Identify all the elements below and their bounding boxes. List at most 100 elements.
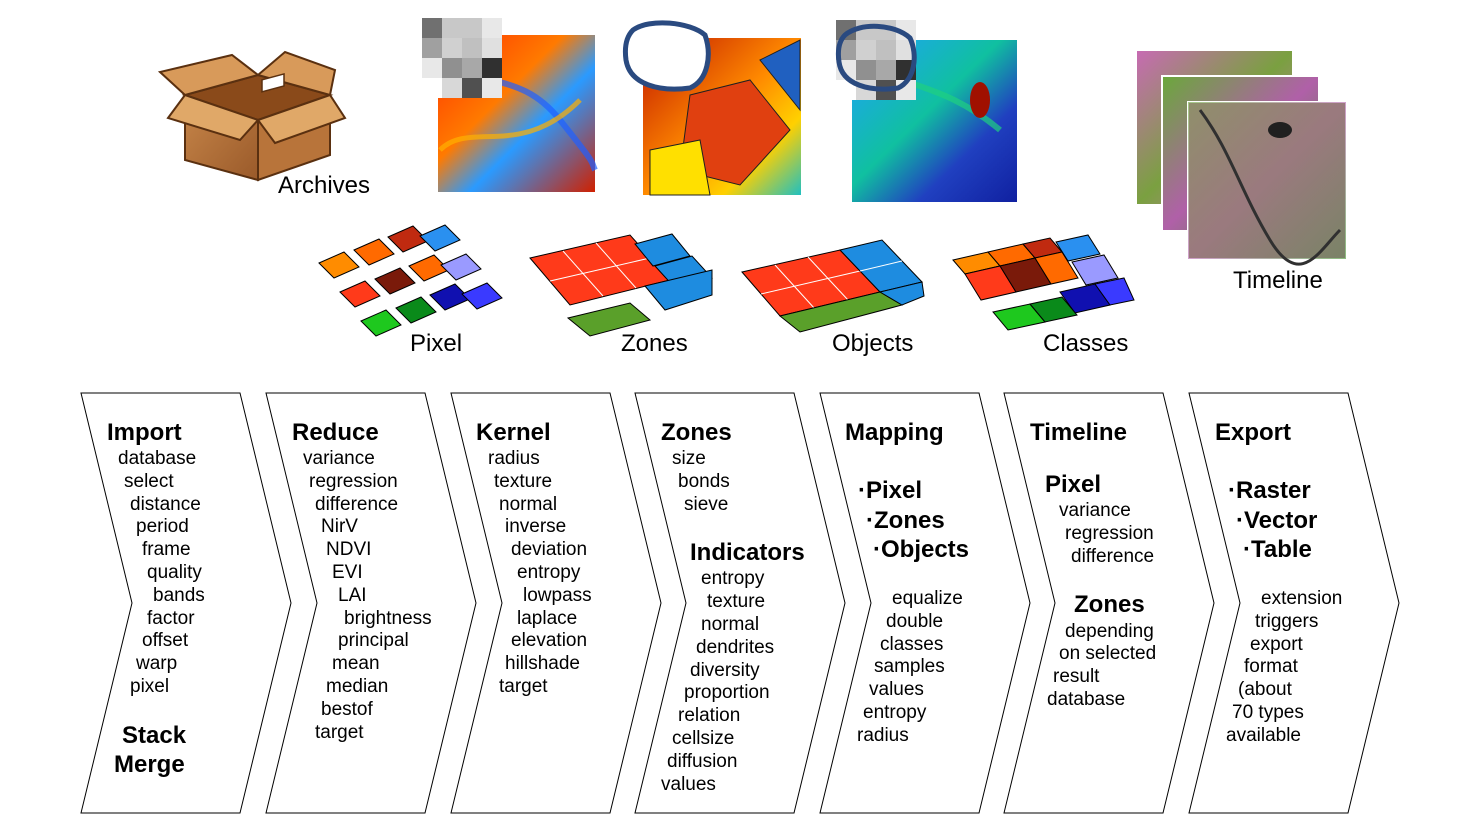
step-item: lowpass — [523, 585, 592, 606]
step-item: deviation — [511, 539, 588, 560]
step-sub-item: diffusion — [667, 751, 738, 772]
archive-box-icon — [157, 50, 347, 182]
step-item: NirV — [321, 516, 358, 537]
step-item: median — [326, 676, 389, 697]
step-title: Kernel — [476, 419, 551, 446]
chevron-zones — [634, 392, 846, 814]
step-option: ·Objects — [873, 536, 970, 563]
object-kernel-grid — [836, 20, 916, 100]
object-raster-image — [835, 20, 1017, 202]
step-item: bonds — [678, 471, 730, 492]
step-footer: Merge — [114, 751, 185, 778]
zone-outline — [622, 20, 711, 92]
step-item: format — [1244, 656, 1298, 677]
step-item: target — [315, 722, 364, 743]
chevron-import — [80, 392, 292, 814]
zone-raster-image — [622, 20, 801, 196]
step-item: triggers — [1255, 611, 1319, 632]
timeline-stack-image — [1135, 49, 1347, 266]
step-item: difference — [315, 494, 399, 515]
step-title: Mapping — [845, 419, 944, 446]
step-sub-item: depending — [1065, 621, 1154, 642]
step-footer: Stack — [122, 722, 187, 749]
step-item: difference — [1071, 546, 1155, 567]
step-sub-item: normal — [701, 614, 760, 635]
chevron-kernel — [450, 392, 662, 814]
step-sub-item: database — [1047, 689, 1126, 710]
step-sub-item: entropy — [701, 568, 765, 589]
step-item: extension — [1261, 588, 1343, 609]
step-item: factor — [147, 608, 195, 629]
step-item: variance — [303, 448, 375, 469]
step-item: values — [869, 679, 924, 700]
step-item: sieve — [684, 494, 729, 515]
illustration-row — [157, 18, 1347, 337]
step-sub-item: result — [1053, 666, 1100, 687]
chevron-timeline — [1003, 392, 1215, 814]
step-item: available — [1226, 725, 1301, 746]
step-title: Export — [1215, 419, 1292, 446]
step-option: ·Zones — [866, 507, 945, 534]
classes-grid-icon — [952, 234, 1135, 331]
step-item: hillshade — [505, 653, 580, 674]
chevron-mapping — [819, 392, 1031, 814]
step-subtitle: Pixel — [1045, 471, 1102, 498]
step-item: variance — [1059, 500, 1131, 521]
step-item: select — [124, 471, 174, 492]
step-item: radius — [857, 725, 909, 746]
step-option: ·Raster — [1228, 477, 1311, 504]
zones-caption: Zones — [621, 330, 688, 357]
step-item: distance — [130, 494, 201, 515]
step-item: bestof — [321, 699, 373, 720]
step-option: ·Table — [1243, 536, 1312, 563]
step-item: principal — [338, 630, 409, 651]
step-option: ·Pixel — [858, 477, 923, 504]
step-item: warp — [136, 653, 178, 674]
step-item: inverse — [505, 516, 567, 537]
step-title: Import — [107, 419, 182, 446]
step-item: regression — [1065, 523, 1154, 544]
step-item: period — [136, 516, 189, 537]
zones-grid-icon — [529, 233, 713, 337]
timeline-caption: Timeline — [1233, 267, 1323, 294]
object-outline — [835, 23, 917, 92]
step-item: database — [118, 448, 197, 469]
chevron-reduce — [265, 392, 477, 814]
step-item: target — [499, 676, 548, 697]
step-sub-item: texture — [707, 591, 766, 612]
chevron-export — [1188, 392, 1400, 814]
step-item: EVI — [332, 562, 363, 583]
step-item: NDVI — [326, 539, 372, 560]
step-item: elevation — [511, 630, 588, 651]
step-item: normal — [499, 494, 558, 515]
step-item: (about — [1238, 679, 1292, 700]
step-item: classes — [880, 634, 944, 655]
objects-grid-icon — [741, 239, 925, 333]
step-item: LAI — [338, 585, 367, 606]
step-item: entropy — [517, 562, 581, 583]
step-sub-item: proportion — [684, 682, 770, 703]
step-item: mean — [332, 653, 380, 674]
step-item: offset — [142, 630, 189, 651]
pixel-raster-image — [422, 18, 598, 192]
step-title: Timeline — [1030, 419, 1127, 446]
step-title: Zones — [661, 419, 732, 446]
step-item: size — [672, 448, 706, 469]
step-title: Reduce — [292, 419, 379, 446]
pixel-kernel-grid — [422, 18, 502, 98]
step-item: equalize — [892, 588, 963, 609]
pixel-grid-icon — [318, 224, 503, 337]
step-item: quality — [147, 562, 202, 583]
step-subtitle: Indicators — [690, 539, 805, 566]
step-sub-item: relation — [678, 705, 741, 726]
step-sub-item: dendrites — [696, 637, 775, 658]
step-item: laplace — [517, 608, 578, 629]
classes-caption: Classes — [1043, 330, 1129, 357]
step-sub-item: diversity — [690, 660, 760, 681]
step-item: entropy — [863, 702, 927, 723]
step-item: regression — [309, 471, 398, 492]
step-item: samples — [874, 656, 945, 677]
step-item: 70 types — [1232, 702, 1304, 723]
pixel-caption: Pixel — [410, 330, 463, 357]
